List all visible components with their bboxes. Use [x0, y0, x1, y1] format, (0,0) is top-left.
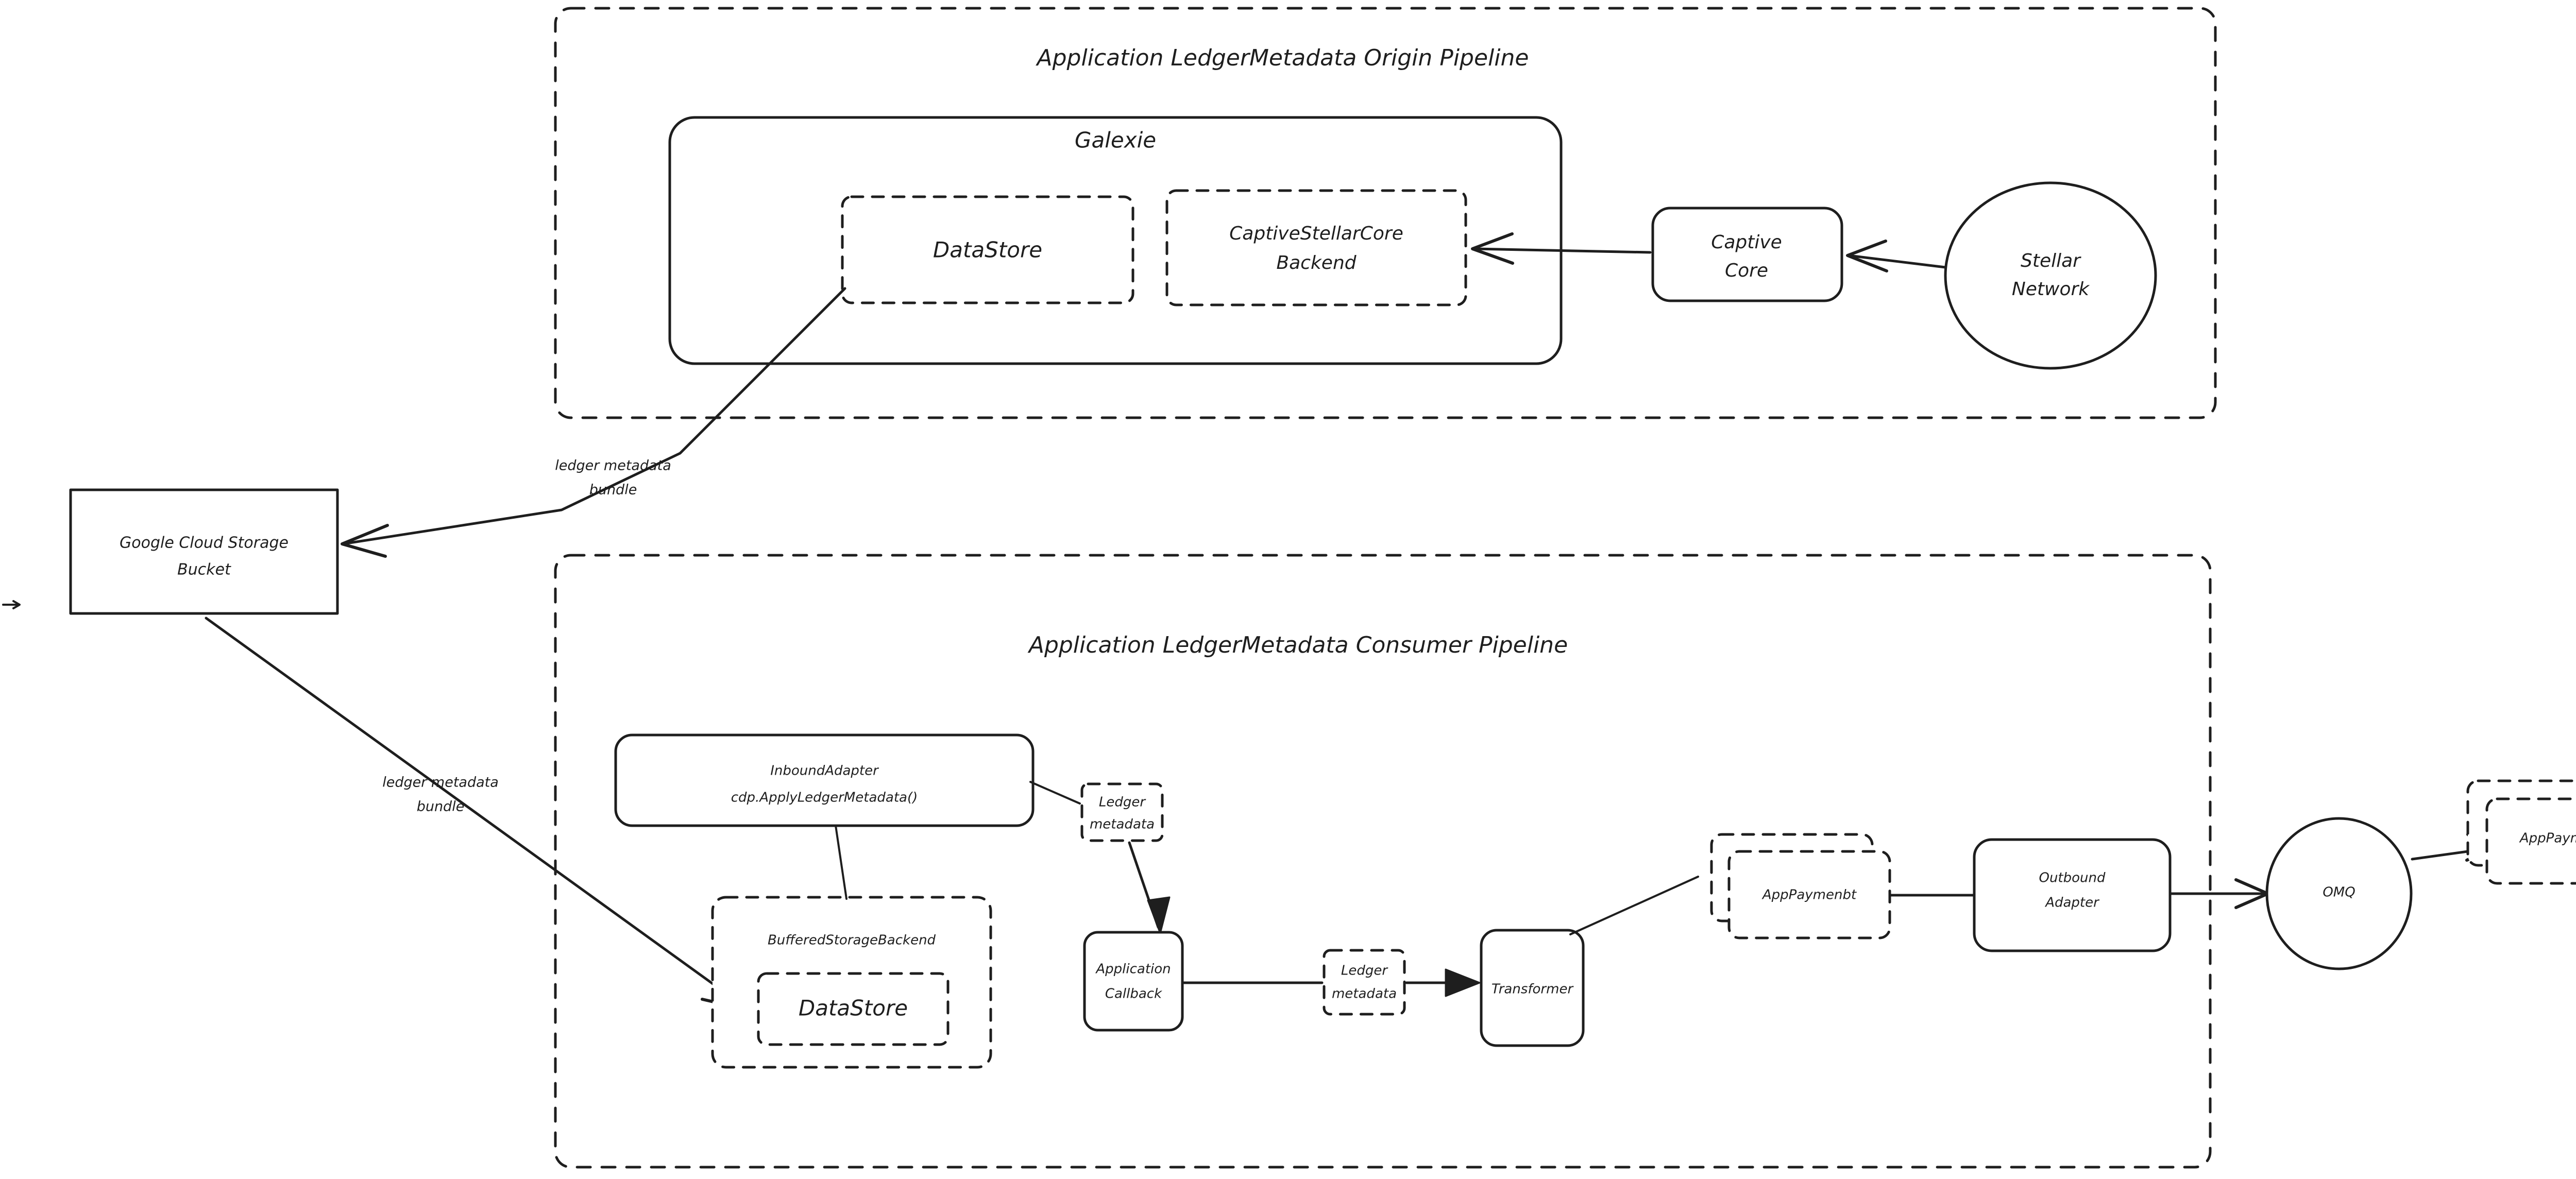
application-callback-box [1083, 931, 1184, 1032]
edge-label-bundle-top-line2: bundle [589, 482, 637, 498]
consumer-datastore-label: DataStore [799, 996, 908, 1021]
outbound-adapter-label-line2: Adapter [2044, 895, 2100, 911]
omq-ellipse [2265, 817, 2413, 970]
ledger-metadata-b-label-line2: metadata [1332, 986, 1397, 1002]
stray-arrow-marker-icon [2, 600, 21, 609]
arrow-captive-core-to-backend [1471, 232, 1652, 265]
arrow-stellar-to-captive-core [1846, 240, 1947, 272]
captive-core-label-line2: Core [1725, 260, 1768, 281]
ledger-metadata-a-node: Ledger metadata [1080, 782, 1164, 842]
gcs-bucket-label-line1: Google Cloud Storage [120, 534, 289, 552]
edge-label-bundle-bottom-line2: bundle [417, 799, 465, 815]
origin-datastore-node: DataStore [841, 195, 1134, 304]
captive-core-label-line1: Captive [1711, 232, 1782, 253]
stellar-network-node: Stellar Network [1944, 181, 2157, 370]
outbound-adapter-node: Outbound Adapter [1973, 838, 2172, 952]
origin-pipeline-title: Application LedgerMetadata Origin Pipeli… [1036, 45, 1529, 71]
inbound-adapter-label-line1: InboundAdapter [770, 763, 879, 779]
transformer-box [1480, 929, 1585, 1047]
stellar-network-label-line2: Network [2012, 279, 2090, 300]
transformer-node: Transformer [1480, 929, 1585, 1047]
captive-backend-label-line1: CaptiveStellarCore [1229, 223, 1403, 244]
google-cloud-storage-bucket-node: Google Cloud Storage Bucket [69, 488, 339, 615]
consumer-datastore-box [757, 972, 950, 1046]
arrow-datastore-to-bucket: ledger metadata bundle [341, 287, 846, 558]
omq-label: OMQ [2323, 885, 2355, 900]
arrow-outbound-to-omq [2168, 878, 2269, 909]
captive-backend-box [1165, 189, 1467, 306]
outbound-adapter-box [1973, 838, 2172, 952]
app-payment-a-label: AppPaymenbt [1761, 887, 1857, 903]
origin-pipeline-container: Application LedgerMetadata Origin Pipeli… [554, 7, 2217, 419]
arrow-ledger-metadata-a-to-callback [1128, 841, 1171, 934]
app-payment-a-node: AppPaymenbt [1710, 833, 1891, 939]
ledger-metadata-b-node: Ledger metadata [1323, 949, 1406, 1016]
edge-label-bundle-bottom-line1: ledger metadata [382, 775, 499, 791]
ledger-metadata-a-box [1080, 782, 1164, 842]
edge-label-bundle-top-line1: ledger metadata [555, 458, 671, 474]
gcs-bucket-box [69, 488, 339, 615]
app-payment-b-node: AppPaymenbt [2466, 779, 2576, 885]
inbound-adapter-node: InboundAdapter cdp.ApplyLedgerMetadata() [614, 733, 1035, 827]
ledger-metadata-b-label-line1: Ledger [1341, 963, 1388, 979]
inbound-adapter-box [614, 733, 1035, 827]
ledger-metadata-b-box [1323, 949, 1406, 1016]
stellar-network-ellipse [1944, 181, 2157, 370]
consumer-pipeline-border [554, 554, 2212, 1169]
ledger-metadata-a-label-line1: Ledger [1099, 795, 1146, 810]
app-payment-b-label: AppPaymenbt [2519, 831, 2576, 846]
galexie-title: Galexie [1075, 128, 1156, 153]
application-callback-node: Application Callback [1083, 931, 1184, 1032]
app-payment-b-front-box [2485, 797, 2576, 885]
stellar-network-label-line1: Stellar [2021, 250, 2081, 271]
application-callback-label-line2: Callback [1105, 986, 1162, 1002]
application-callback-label-line1: Application [1095, 962, 1171, 977]
connector-transformer-to-app-payment-a [1569, 876, 1699, 935]
captive-core-node: Captive Core [1651, 207, 1843, 302]
inbound-adapter-label-line2: cdp.ApplyLedgerMetadata() [731, 790, 918, 806]
connector-inbound-to-buffered [835, 825, 848, 900]
consumer-pipeline-title: Application LedgerMetadata Consumer Pipe… [1027, 632, 1568, 658]
transformer-label: Transformer [1492, 982, 1574, 997]
origin-datastore-box [841, 195, 1134, 304]
omq-node: OMQ [2265, 817, 2413, 970]
captive-stellar-core-backend-node: CaptiveStellarCore Backend [1165, 189, 1467, 306]
connector-inbound-to-ledger-metadata-a [1029, 781, 1081, 805]
consumer-pipeline-container: Application LedgerMetadata Consumer Pipe… [554, 554, 2212, 1169]
captive-backend-label-line2: Backend [1276, 252, 1357, 274]
origin-pipeline-border [554, 7, 2217, 419]
origin-datastore-label: DataStore [933, 237, 1042, 263]
outbound-adapter-label-line1: Outbound [2039, 870, 2106, 886]
captive-core-box [1651, 207, 1843, 302]
consumer-datastore-node: DataStore [757, 972, 950, 1046]
buffered-storage-backend-label: BufferedStorageBackend [768, 933, 936, 948]
ledger-metadata-a-label-line2: metadata [1090, 817, 1155, 832]
gcs-bucket-label-line2: Bucket [177, 561, 231, 579]
arrow-ledger-metadata-b-to-transformer [1405, 968, 1481, 997]
